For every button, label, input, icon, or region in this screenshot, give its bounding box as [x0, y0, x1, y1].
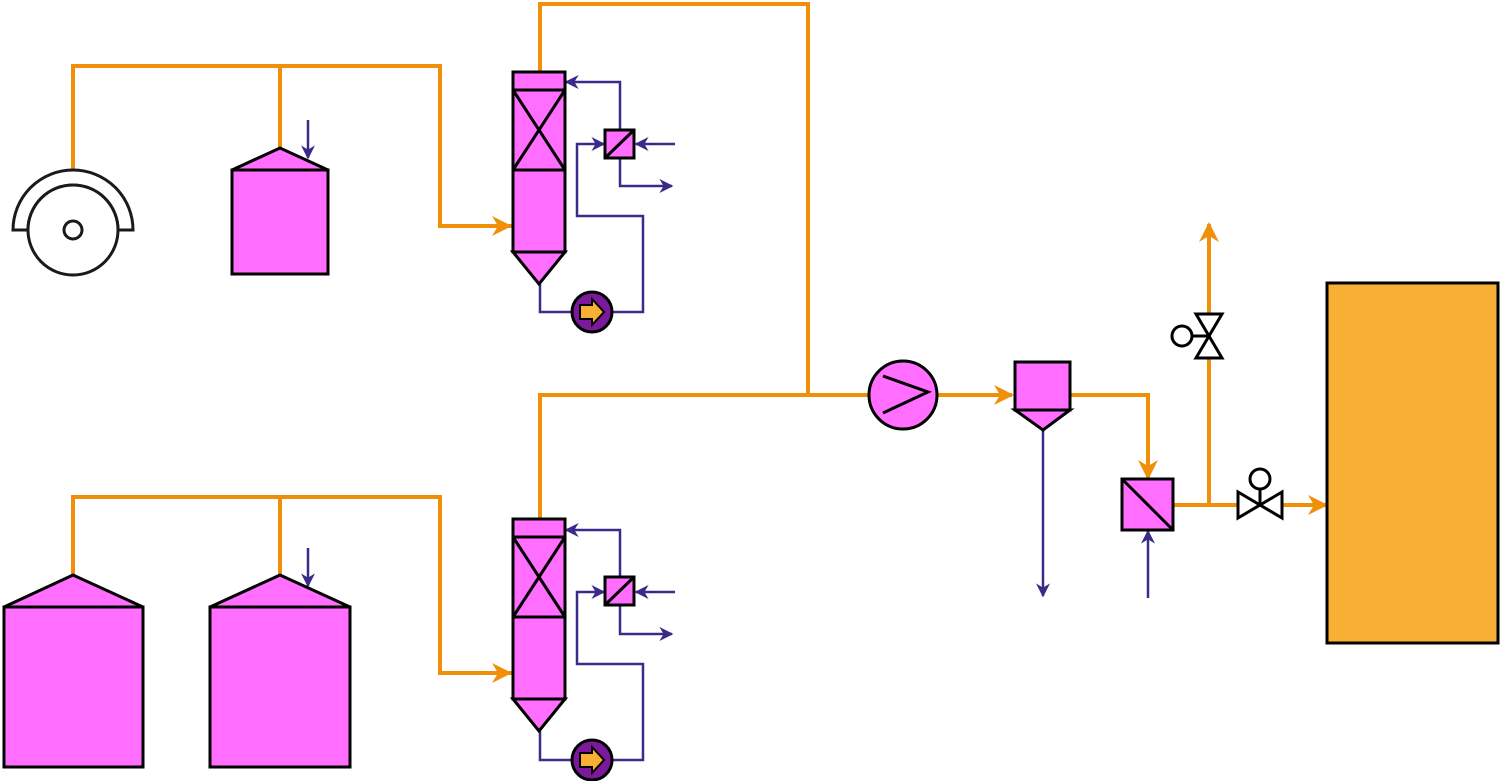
pump-icon[interactable] — [570, 290, 614, 334]
reflux-line-1 — [564, 75, 622, 130]
packed-column-icon[interactable] — [509, 70, 569, 287]
filter-icon[interactable] — [1120, 477, 1175, 532]
overhead-line-2 — [538, 393, 872, 521]
separator-vessel-icon[interactable] — [1010, 360, 1075, 432]
recirc-line-2 — [575, 585, 645, 762]
feed-line-top — [71, 64, 512, 236]
heat-exchanger-icon[interactable] — [603, 575, 636, 607]
compressor-icon[interactable] — [867, 359, 939, 431]
feed-line-bottom — [71, 495, 512, 683]
process-lines — [71, 2, 1328, 683]
reflux-line-2 — [564, 523, 622, 577]
bottoms-line-1 — [538, 284, 572, 314]
bottoms-line-2 — [538, 731, 572, 762]
dome-tank-icon[interactable] — [230, 146, 330, 276]
separator-outlet-line — [1068, 393, 1158, 480]
coolant-out-1 — [618, 158, 674, 193]
heat-exchanger-icon[interactable] — [603, 128, 636, 160]
packed-column-icon[interactable] — [509, 517, 569, 734]
dome-tank-icon[interactable] — [2, 573, 145, 769]
recirc-line-1 — [575, 137, 645, 314]
gate-valve-icon[interactable] — [1170, 312, 1225, 360]
centrifugal-blower-icon[interactable] — [11, 168, 135, 277]
storage-vessel-icon[interactable] — [1325, 281, 1500, 645]
utility-lines — [301, 75, 1155, 762]
overhead-line-1 — [538, 2, 810, 397]
dome-tank-icon[interactable] — [208, 573, 352, 769]
pump-icon[interactable] — [570, 738, 614, 781]
gate-valve-icon[interactable] — [1236, 467, 1284, 521]
coolant-out-2 — [618, 606, 674, 641]
